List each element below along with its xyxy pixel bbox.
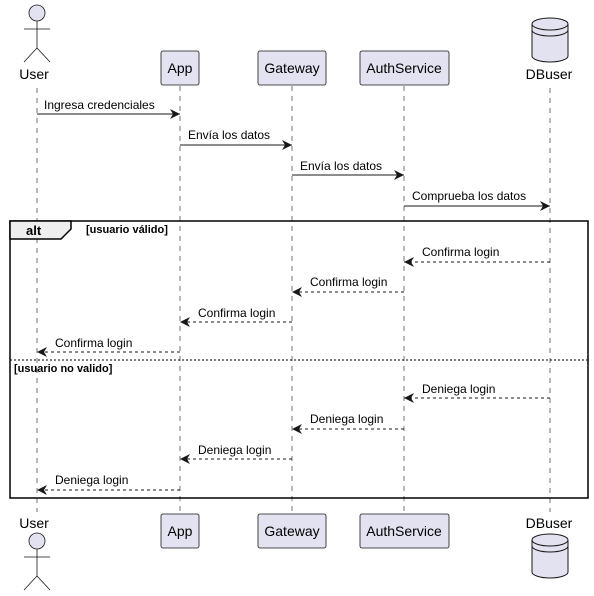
participant-dbuser-bottom: DBuser [526,515,573,579]
participant-label: Gateway [264,523,319,539]
message-label: Deniega login [198,443,271,457]
message-label: Confirma login [55,336,132,350]
participant-label: Gateway [264,60,319,76]
participant-label: AuthService [366,523,442,539]
participant-label: User [19,66,49,82]
participant-authservice-bottom: AuthService [359,513,450,549]
alt-frame: alt [usuario válido] [usuario no valido] [9,220,589,499]
message-label: Ingresa credenciales [44,98,155,112]
participant-gateway-top: Gateway [257,50,327,86]
database-icon [531,533,569,579]
participant-gateway-bottom: Gateway [257,513,327,549]
message-label: Envía los datos [300,159,382,173]
actor-icon [23,4,51,63]
participant-label: AuthService [366,60,442,76]
message-label: Confirma login [422,245,499,259]
message-label: Comprueba los datos [412,189,526,203]
alt-keyword: alt [26,223,42,238]
actor-icon [23,532,51,591]
messages: Ingresa credenciales Envía los datos Env… [37,98,550,495]
message-label: Confirma login [310,275,387,289]
message-label: Deniega login [310,412,383,426]
participant-label: User [19,515,49,531]
participant-app-top: App [160,50,200,86]
alt-guard-1: [usuario válido] [86,224,168,236]
message-label: Deniega login [422,382,495,396]
alt-tab [9,220,72,240]
participant-dbuser-top: DBuser [526,17,573,82]
message-label: Deniega login [55,473,128,487]
participant-label: DBuser [526,66,573,82]
participant-label: App [168,523,193,539]
lifelines [36,86,551,512]
participant-app-bottom: App [160,513,200,549]
participant-label: App [168,60,193,76]
participant-user-top: User [19,4,51,82]
message-label: Envía los datos [188,128,270,142]
participant-label: DBuser [526,515,573,531]
participant-authservice-top: AuthService [359,50,450,86]
database-icon [531,17,569,63]
participant-user-bottom: User [19,515,51,591]
alt-guard-2: [usuario no valido] [14,363,113,375]
message-label: Confirma login [198,306,275,320]
